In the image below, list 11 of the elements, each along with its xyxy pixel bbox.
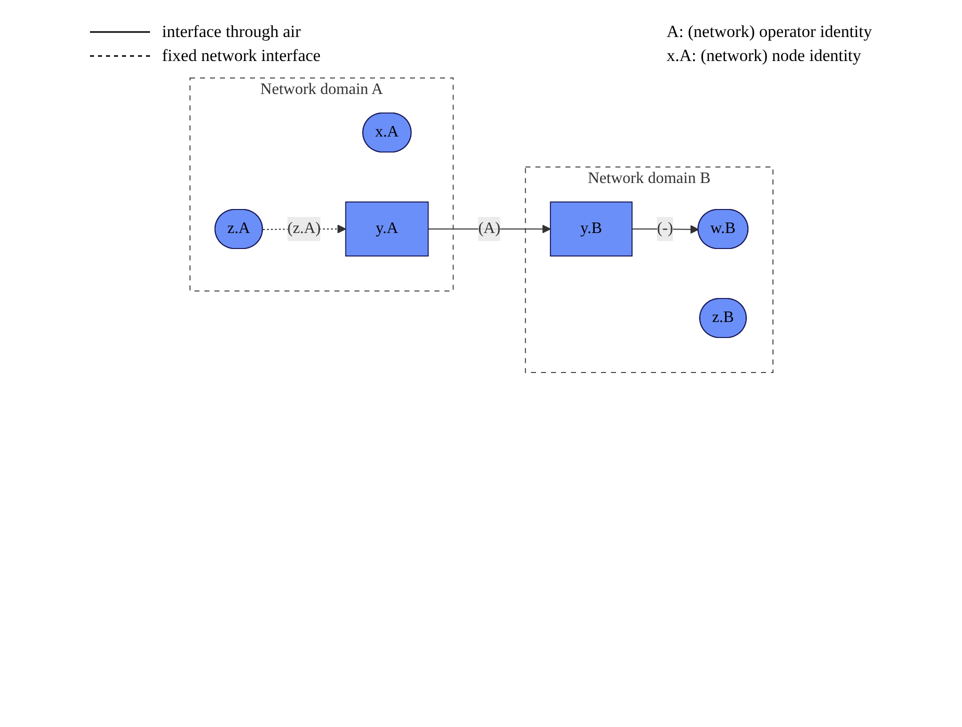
- arrow: [427, 224, 550, 234]
- legend-text: interface through air: [162, 22, 301, 42]
- node-box: y.A: [344, 202, 428, 256]
- note-text: x.A: (network) node identity: [666, 46, 862, 66]
- edge-label: (z.A): [286, 220, 320, 237]
- edge-label: (-): [656, 220, 673, 237]
- node-box: y.B: [549, 202, 632, 256]
- legend-text: fixed network interface: [162, 46, 321, 66]
- note-text: A: (network) operator identity: [666, 22, 872, 42]
- arrow: [631, 224, 698, 234]
- edge-label: (A): [478, 220, 500, 237]
